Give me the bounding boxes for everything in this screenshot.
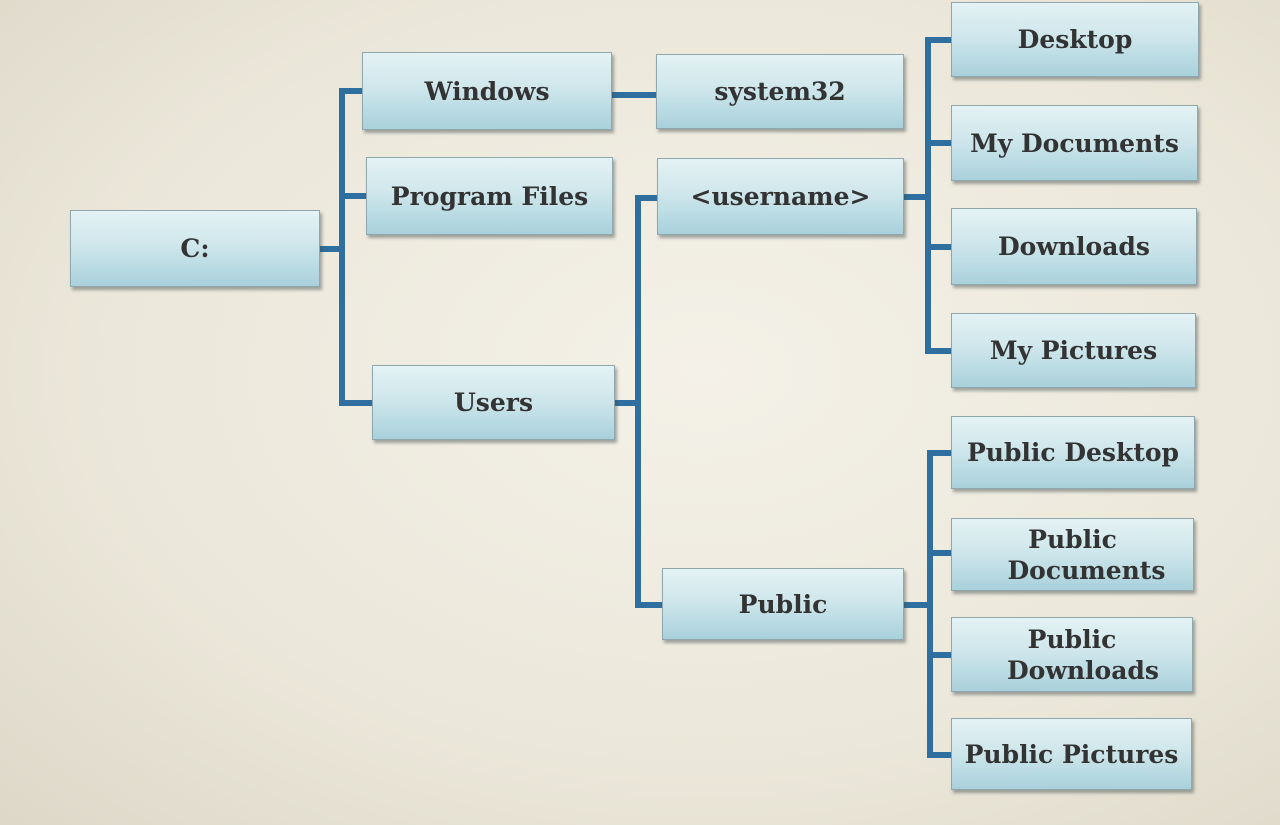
node-public: Public: [662, 568, 904, 640]
node-windows: Windows: [362, 52, 612, 130]
node-downloads: Downloads: [951, 208, 1197, 285]
connector-root-level1: [317, 88, 375, 406]
node-my-documents: My Documents: [951, 105, 1198, 181]
node-program-files: Program Files: [366, 157, 613, 235]
node-public-desktop: Public Desktop: [951, 416, 1195, 489]
connector-users-children: [612, 195, 665, 608]
node-users: Users: [372, 365, 615, 440]
node-root: C:: [70, 210, 320, 287]
node-my-pictures: My Pictures: [951, 313, 1196, 388]
node-public-pictures: Public Pictures: [951, 718, 1192, 790]
node-system32: system32: [656, 54, 904, 129]
node-desktop: Desktop: [951, 2, 1199, 77]
node-username: <username>: [657, 158, 904, 235]
connector-public-children: [901, 450, 954, 758]
node-public-downloads: Public Downloads: [951, 617, 1193, 692]
node-public-documents: Public Documents: [951, 518, 1194, 591]
connector-username-children: [901, 37, 954, 354]
